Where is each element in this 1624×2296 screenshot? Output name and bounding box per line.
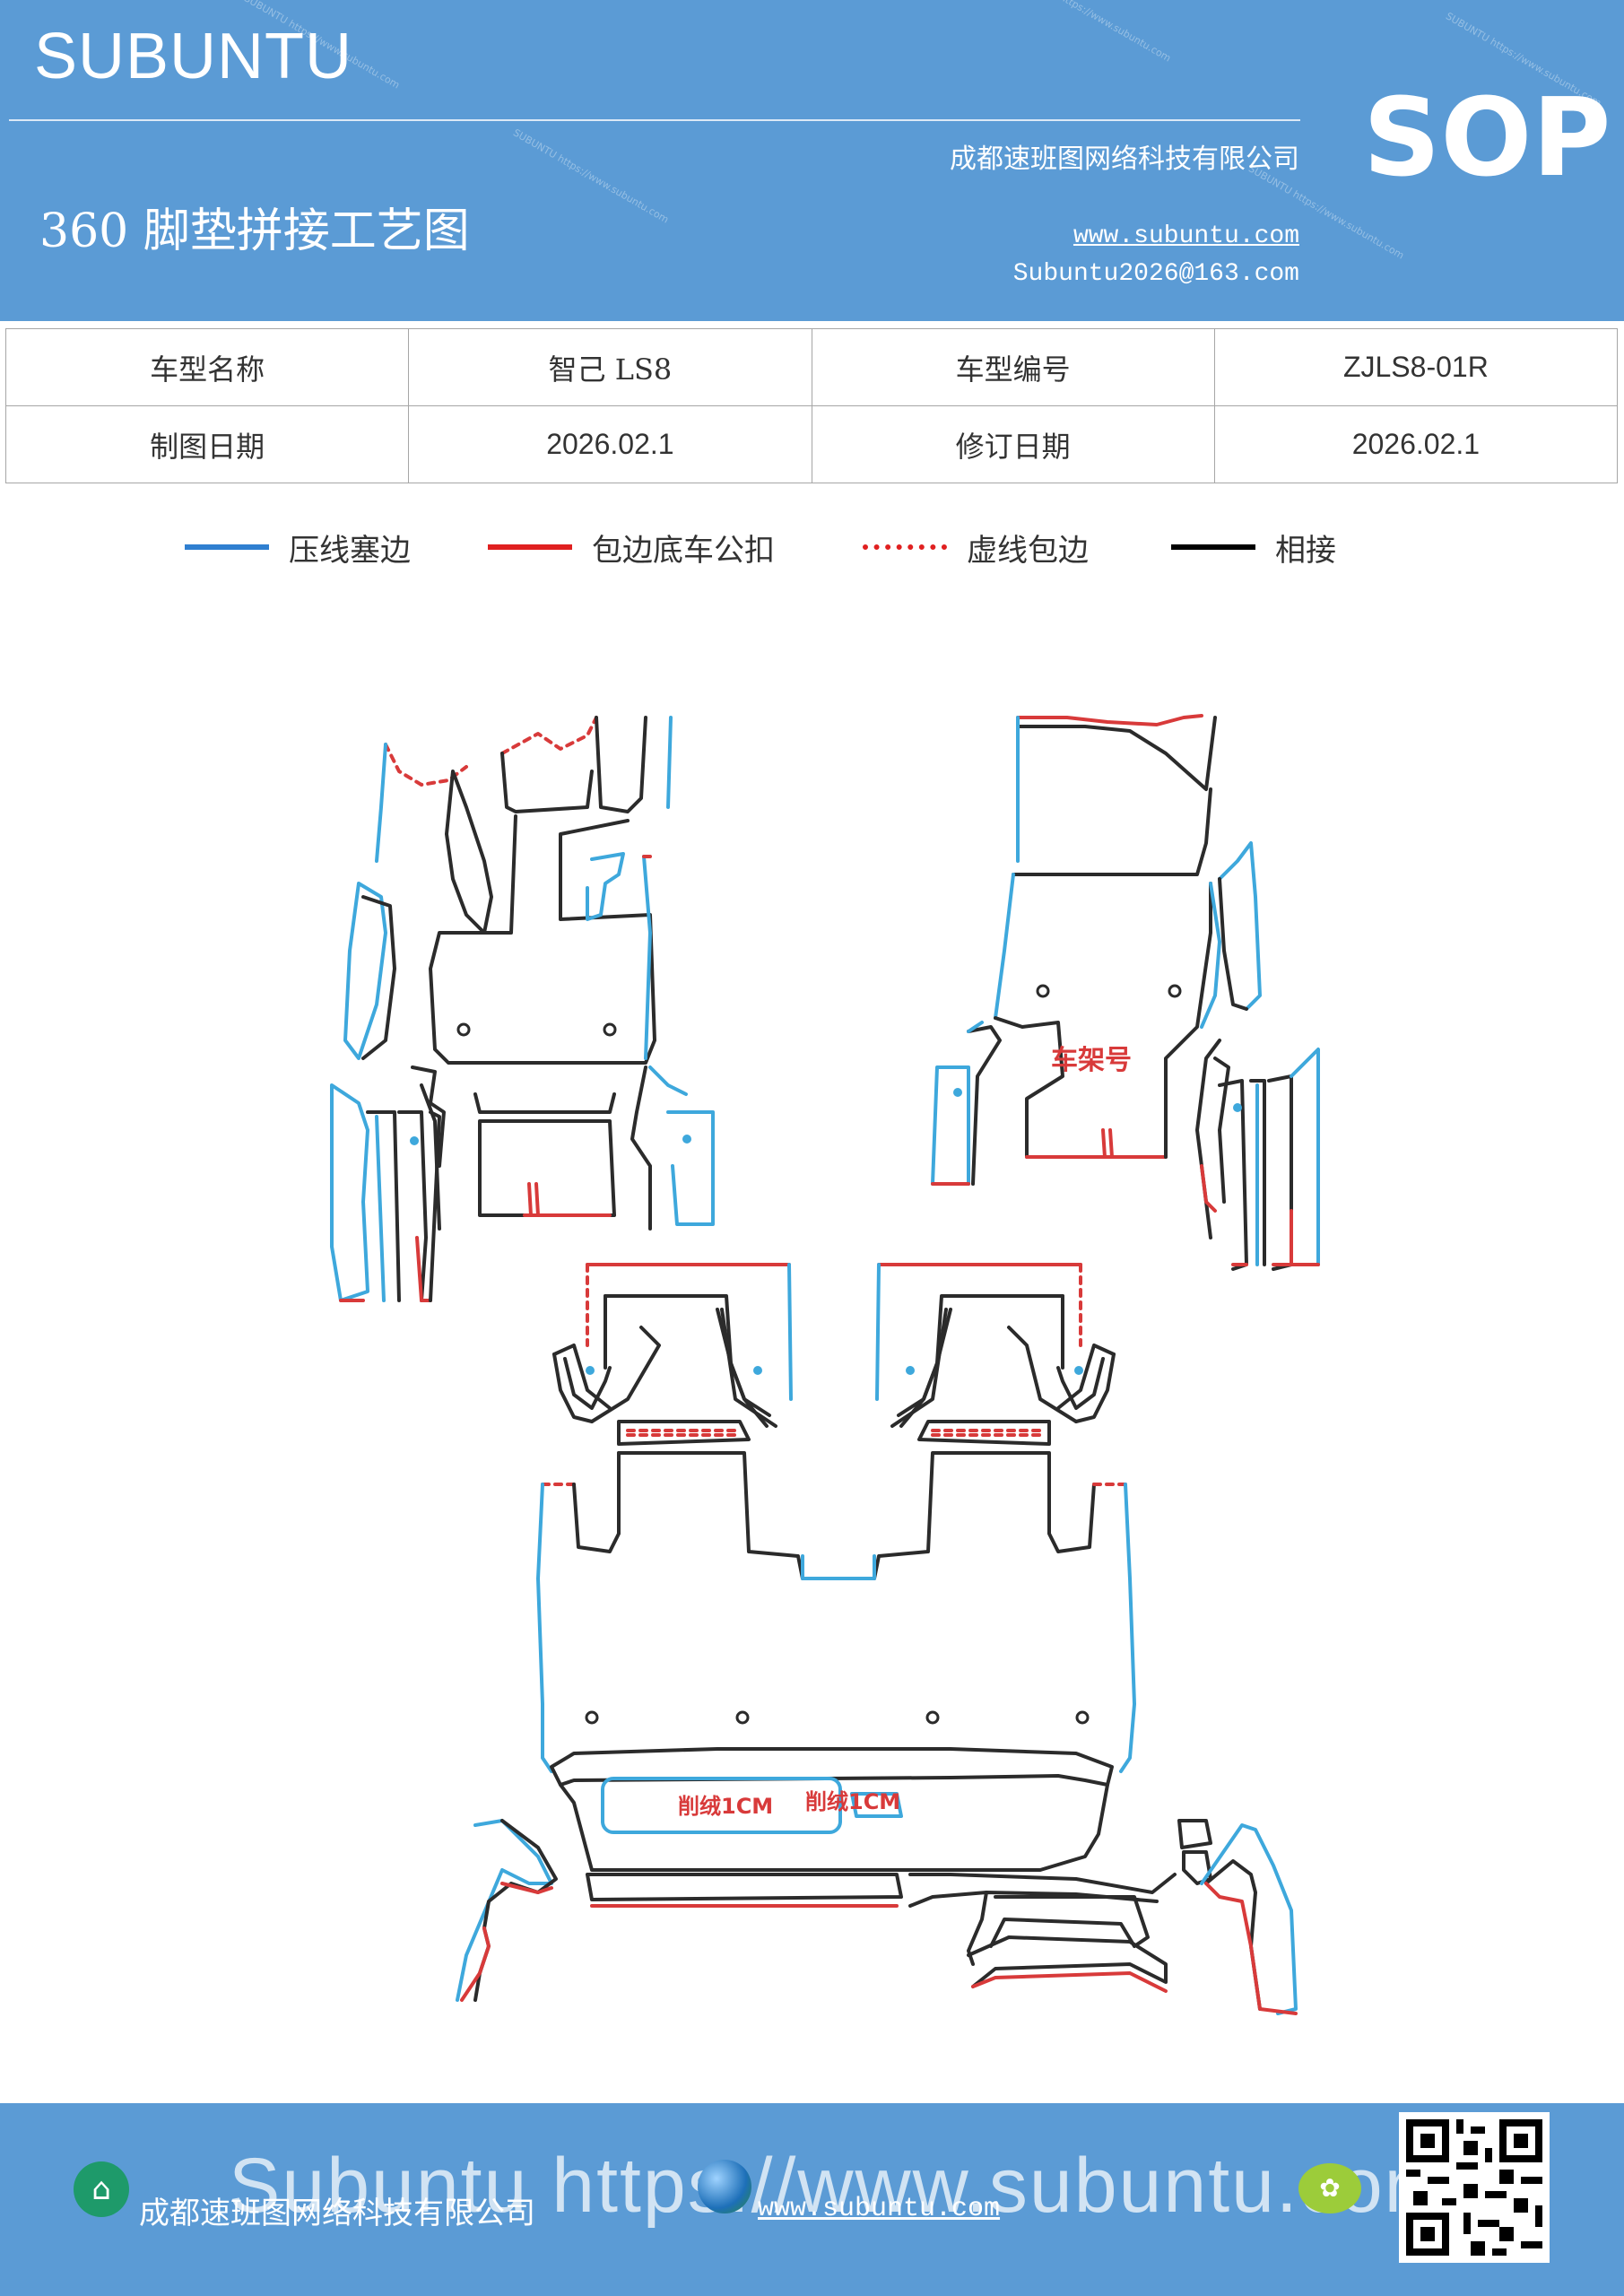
frame-number-label: 车架号 — [1051, 1045, 1132, 1076]
legend-label: 包边底车公扣 — [592, 532, 775, 569]
watermark: SUBUNTU https://www.subuntu.com — [511, 126, 671, 226]
sop-label: SOP — [1363, 76, 1611, 201]
front-right-mat — [931, 714, 1320, 1271]
legend-line — [1171, 544, 1255, 550]
header-divider — [9, 119, 1300, 121]
wechat-icon: ✿ — [1298, 2163, 1361, 2213]
front-left-mat — [330, 716, 715, 1302]
building-icon: ⌂ — [74, 2161, 129, 2217]
website-link[interactable]: www.subuntu.com — [1073, 222, 1299, 250]
footer-website-link[interactable]: www.subuntu.com — [758, 2194, 1001, 2224]
trim-label: 削绒1CM — [805, 1789, 900, 1814]
model-code-value: ZJLS8-01R — [1213, 328, 1619, 406]
table-row: 制图日期 2026.02.1 修订日期 2026.02.1 — [4, 405, 1619, 483]
mounting-holes — [456, 984, 1182, 1725]
model-code-label: 车型编号 — [811, 328, 1215, 406]
email-address[interactable]: Subuntu2026@163.com — [1012, 260, 1299, 288]
legend-item-join: 相接 — [1171, 525, 1336, 570]
legend-line — [863, 544, 947, 550]
draw-date-label: 制图日期 — [4, 405, 410, 483]
qr-code[interactable] — [1399, 2112, 1550, 2263]
trim-label: 削绒1CM — [678, 1794, 773, 1819]
brand-logo: SUBUNTU — [34, 21, 353, 92]
table-row: 车型名称 智己 LS8 车型编号 ZJLS8-01R — [4, 328, 1619, 406]
header-banner: SUBUNTU SOP 成都速班图网络科技有限公司 360 脚垫拼接工艺图 ww… — [0, 0, 1624, 321]
model-name-value: 智己 LS8 — [408, 328, 812, 406]
document-title: 360 脚垫拼接工艺图 — [39, 204, 470, 258]
globe-icon — [698, 2160, 751, 2213]
rear-main-mat — [456, 1451, 1298, 2015]
footer-company: 成都速班图网络科技有限公司 — [139, 2196, 535, 2231]
legend-line — [488, 544, 572, 550]
vehicle-info-table: 车型名称 智己 LS8 车型编号 ZJLS8-01R 制图日期 2026.02.… — [4, 328, 1619, 483]
revision-date-value: 2026.02.1 — [1213, 405, 1619, 483]
second-row-right-mat — [875, 1263, 1116, 1446]
legend-item-pressed: 压线塞边 — [185, 525, 411, 570]
legend-item-dotted: 虚线包边 — [863, 525, 1089, 570]
draw-date-value: 2026.02.1 — [408, 405, 812, 483]
footer-watermark-text: Subuntu https://www.subuntu.com — [229, 2143, 1451, 2229]
legend-line — [185, 544, 269, 550]
revision-date-label: 修订日期 — [811, 405, 1215, 483]
floor-mat-diagram: 车架号 削绒1CM 削绒1CM — [330, 714, 1320, 2015]
second-row-left-mat — [552, 1263, 793, 1446]
company-name: 成都速班图网络科技有限公司 — [950, 144, 1299, 175]
legend-label: 压线塞边 — [289, 532, 411, 569]
legend-item-edge: 包边底车公扣 — [488, 525, 775, 570]
model-name-label: 车型名称 — [4, 328, 410, 406]
legend-label: 虚线包边 — [967, 532, 1089, 569]
pressed-markers — [410, 1088, 1242, 1375]
watermark: SUBUNTU https://www.subuntu.com — [1013, 0, 1173, 65]
legend-label: 相接 — [1275, 532, 1336, 569]
